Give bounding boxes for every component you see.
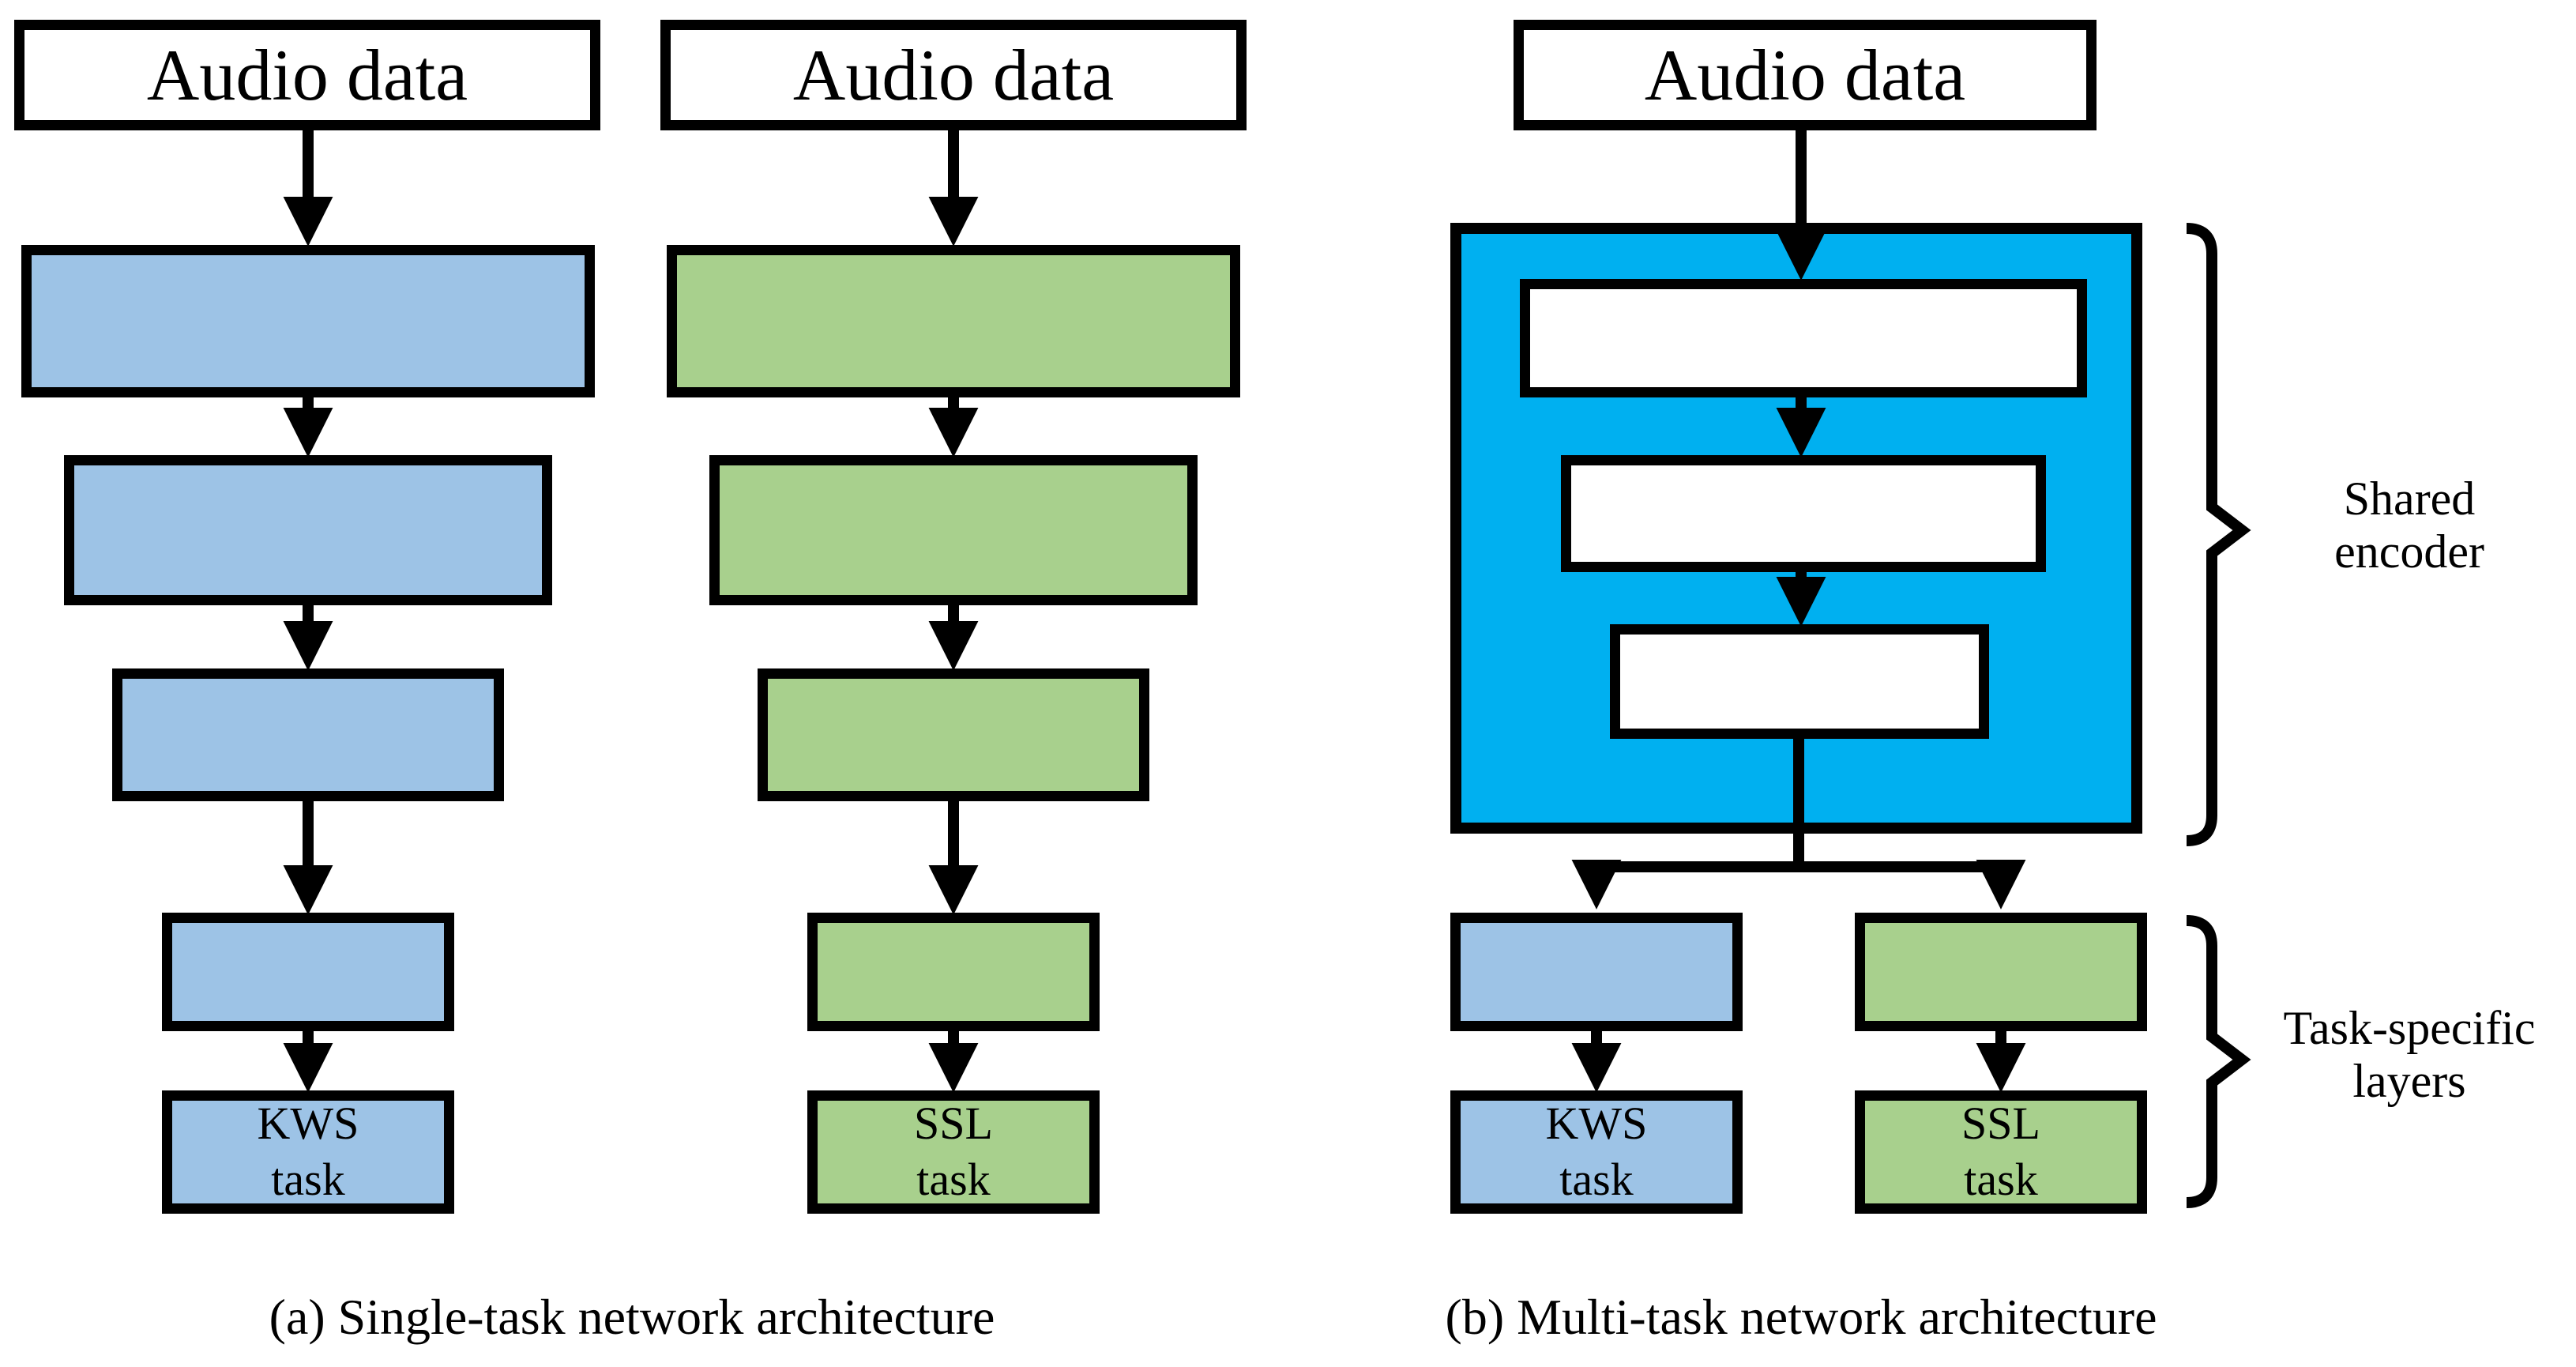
single-kws-task-label-line2: task xyxy=(271,1154,345,1205)
task-specific-layers-label-line1: Task-specific xyxy=(2283,1002,2536,1054)
single-ssl-task-label-line2: task xyxy=(916,1154,991,1205)
multi-audio-data-box: Audio data xyxy=(1514,20,2097,130)
single-ssl-layer-3-box xyxy=(758,668,1149,801)
shared-encoder-layer-1-box xyxy=(1520,279,2087,397)
single-kws-audio-data-label: Audio data xyxy=(146,35,468,115)
shared-encoder-label: Shared encoder xyxy=(2259,473,2559,578)
single-kws-output-layer-box xyxy=(162,913,454,1031)
single-ssl-output-layer-box xyxy=(807,913,1100,1031)
single-ssl-task-box: SSL task xyxy=(807,1090,1100,1214)
shared-encoder-label-line2: encoder xyxy=(2334,525,2484,578)
single-kws-audio-data-box: Audio data xyxy=(14,20,600,130)
multi-ssl-task-label-line1: SSL xyxy=(1961,1098,2040,1150)
single-ssl-task-label-line1: SSL xyxy=(914,1098,993,1150)
single-kws-task-box: KWS task xyxy=(162,1090,454,1214)
caption-multi-task: (b) Multi-task network architecture xyxy=(1445,1289,2157,1345)
multi-kws-task-label-line2: task xyxy=(1559,1154,1634,1205)
multi-kws-task-box: KWS task xyxy=(1450,1090,1743,1214)
multi-ssl-specific-layer-box xyxy=(1855,913,2147,1031)
multi-kws-specific-layer-box xyxy=(1450,913,1743,1031)
multi-ssl-task-label-line2: task xyxy=(1964,1154,2038,1205)
single-kws-task-label-line1: KWS xyxy=(257,1098,359,1150)
single-kws-layer-2-box xyxy=(64,455,552,605)
task-specific-layers-label: Task-specific layers xyxy=(2228,1002,2576,1108)
multi-ssl-task-label: SSL task xyxy=(1961,1096,2040,1208)
multi-kws-task-label: KWS task xyxy=(1546,1096,1648,1208)
single-ssl-layer-1-box xyxy=(667,245,1240,397)
single-ssl-audio-data-box: Audio data xyxy=(660,20,1247,130)
multi-audio-data-label: Audio data xyxy=(1644,35,1966,115)
shared-encoder-layer-3-box xyxy=(1610,624,1989,739)
single-ssl-task-label: SSL task xyxy=(914,1096,993,1208)
task-specific-layers-label-line2: layers xyxy=(2352,1055,2466,1108)
caption-single-task: (a) Single-task network architecture xyxy=(269,1289,995,1345)
shared-encoder-label-line1: Shared xyxy=(2343,473,2476,525)
multi-ssl-task-box: SSL task xyxy=(1855,1090,2147,1214)
shared-encoder-brace xyxy=(2186,223,2251,846)
single-kws-task-label: KWS task xyxy=(258,1096,359,1208)
multi-kws-task-label-line1: KWS xyxy=(1545,1098,1648,1150)
single-ssl-audio-data-label: Audio data xyxy=(792,35,1115,115)
single-kws-layer-1-box xyxy=(21,245,595,397)
shared-encoder-layer-2-box xyxy=(1561,455,2046,572)
single-ssl-layer-2-box xyxy=(709,455,1198,605)
single-kws-layer-3-box xyxy=(112,668,504,801)
